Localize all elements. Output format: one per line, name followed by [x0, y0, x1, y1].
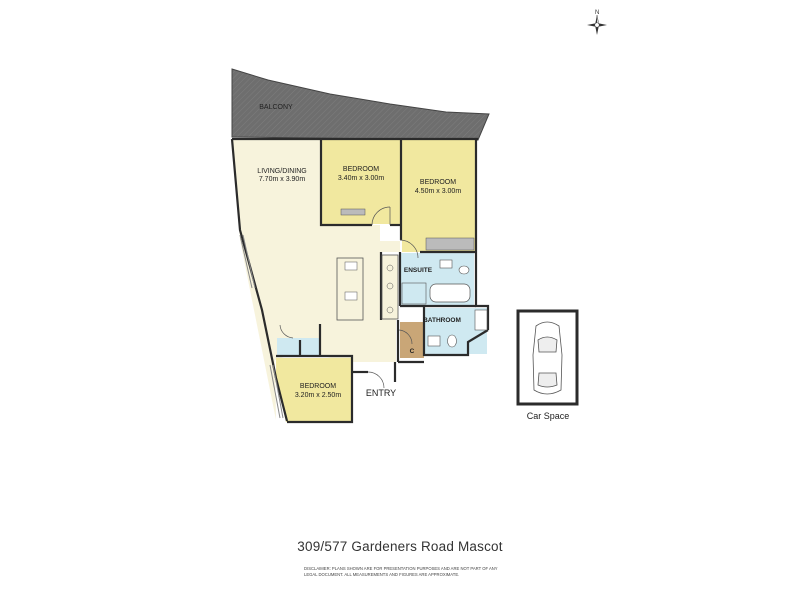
- kitchen-bench: [381, 254, 399, 320]
- bedroom-2-area: [402, 140, 475, 252]
- living-dining-dims: 7.70m x 3.90m: [259, 176, 305, 183]
- doors: [279, 206, 419, 389]
- cupboard-area: [400, 322, 424, 358]
- bedroom-1-dims: 3.40m x 3.00m: [338, 175, 384, 182]
- car-space-label: Car Space: [527, 411, 570, 421]
- walls: [230, 137, 490, 424]
- bedroom-3-name: BEDROOM: [300, 383, 336, 390]
- living-dining-area: [232, 139, 400, 420]
- floor-plan: BALCONY: [230, 68, 579, 424]
- balcony-label: BALCONY: [259, 104, 293, 111]
- entry-label: ENTRY: [366, 388, 396, 398]
- bedroom-2-dims: 4.50m x 3.00m: [415, 188, 461, 195]
- address-title: 309/577 Gardeners Road Mascot: [297, 539, 503, 554]
- laundry-area: [277, 338, 320, 356]
- bedroom-2-name: BEDROOM: [420, 179, 456, 186]
- car-icon: [532, 321, 563, 395]
- compass-icon: N: [587, 10, 607, 35]
- bedroom-1-name: BEDROOM: [343, 166, 379, 173]
- living-dining-name: LIVING/DINING: [257, 168, 306, 175]
- shower: [401, 282, 427, 305]
- cupboard-label: C: [410, 348, 415, 355]
- windows: [239, 234, 284, 419]
- bedroom-3-area: [276, 358, 352, 422]
- disclaimer-text: DISCLAIMER: PLANS SHOWN ARE FOR PRESENTA…: [304, 566, 498, 577]
- bedroom-3-dims: 3.20m x 2.50m: [295, 392, 341, 399]
- compass-north-label: N: [595, 10, 599, 16]
- bathroom-label: BATHROOM: [423, 317, 461, 324]
- ensuite-label: ENSUITE: [404, 267, 433, 274]
- bathtub: [429, 283, 471, 303]
